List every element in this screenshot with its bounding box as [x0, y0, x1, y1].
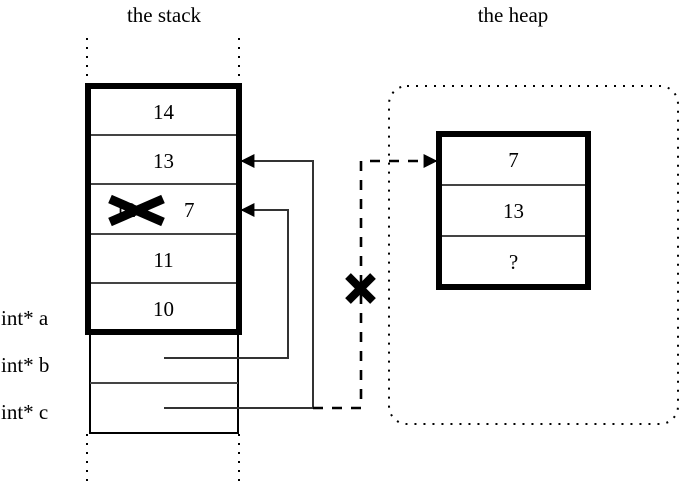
heap-region-boundary [388, 85, 679, 425]
heap-block [436, 131, 591, 290]
pointer-c-connector [164, 154, 314, 409]
stack-free-slots [89, 333, 239, 434]
heap-cell-value-0: 7 [508, 148, 519, 172]
dangling-heap-pointer [313, 154, 438, 410]
stack-extent-guides-bottom [86, 434, 240, 487]
variable-label-b: int* b [1, 353, 50, 377]
heap-cell-value-1: 13 [503, 199, 524, 223]
stack-extent-guides-top [86, 38, 240, 85]
heap-cell-value-2: ? [508, 250, 519, 274]
invalid-pointer-x-mark [345, 273, 376, 304]
stack-cell-value-0: 14 [153, 100, 174, 124]
heap-title: the heap [477, 3, 549, 27]
stack-title: the stack [126, 3, 202, 27]
struck-value-x-mark [108, 194, 165, 227]
stack-cell-value-4: 10 [153, 297, 174, 321]
stack-cell-value-3: 11 [153, 248, 174, 272]
stack-cell-value-2-replacement: 7 [184, 198, 195, 222]
variable-label-c: int* c [1, 400, 49, 424]
stack-cell-value-2-struck: 12 [115, 198, 136, 222]
stack-allocated-block [85, 83, 242, 335]
variable-label-a: int* a [1, 306, 49, 330]
stack-cell-value-1: 13 [153, 149, 174, 173]
pointer-b-connector [164, 203, 289, 359]
